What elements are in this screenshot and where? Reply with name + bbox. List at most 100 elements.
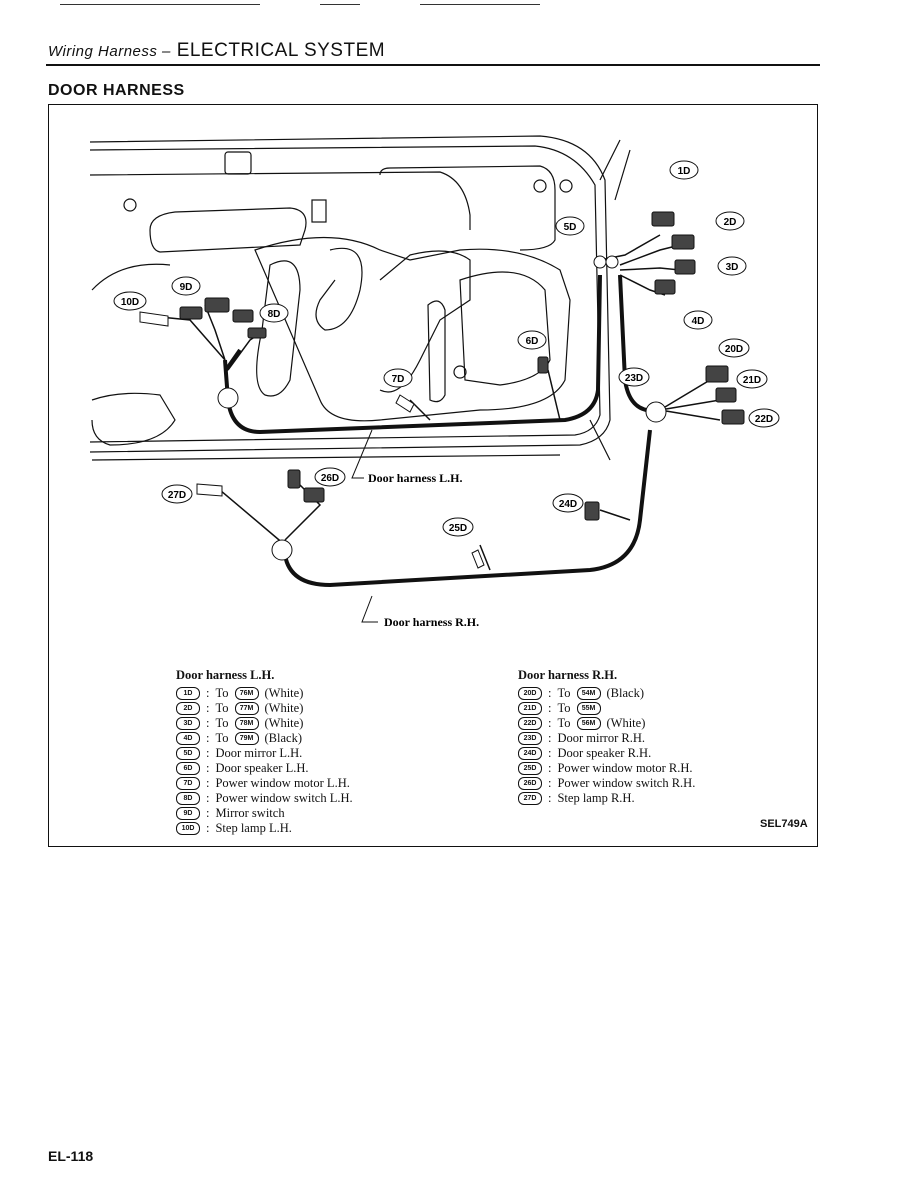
legend-color-note: (White) xyxy=(264,701,304,715)
legend-row: 7D:Power window motor L.H. xyxy=(176,776,353,791)
callout-2d: 2D xyxy=(715,211,745,231)
legend-description: To xyxy=(215,731,229,745)
connector-code-badge: 6D xyxy=(176,762,200,775)
legend-colon: : xyxy=(206,806,210,820)
legend-colon: : xyxy=(548,731,552,745)
connector-code-badge: 26D xyxy=(518,777,542,790)
connector-code-badge: 23D xyxy=(518,732,542,745)
legend-description: Step lamp R.H. xyxy=(557,791,635,805)
legend-colon: : xyxy=(206,731,210,745)
legend-description: To xyxy=(557,686,571,700)
legend-description: Door speaker R.H. xyxy=(557,746,652,760)
legend-color-note: (White) xyxy=(264,686,304,700)
mating-connector-badge: 78M xyxy=(234,717,259,730)
mating-connector-badge: 77M xyxy=(234,702,259,715)
svg-text:6D: 6D xyxy=(526,336,539,347)
svg-text:4D: 4D xyxy=(692,316,705,327)
legend-description: To xyxy=(215,701,229,715)
page-number: EL-118 xyxy=(48,1148,94,1164)
legend-row: 10D:Step lamp L.H. xyxy=(176,821,353,836)
legend-description: To xyxy=(557,701,571,715)
callout-5d: 5D xyxy=(555,216,585,236)
connector-code-badge: 2D xyxy=(176,702,200,715)
svg-text:7D: 7D xyxy=(392,374,405,385)
svg-text:5D: 5D xyxy=(564,222,577,233)
svg-text:24D: 24D xyxy=(559,499,577,510)
connector-code-badge: 27D xyxy=(518,792,542,805)
svg-text:3D: 3D xyxy=(726,262,739,273)
figure-frame xyxy=(48,104,818,847)
legend-row: 25D: Power window motor R.H. xyxy=(518,761,695,776)
connector-code-badge: 22D xyxy=(518,717,542,730)
legend-colon: : xyxy=(206,701,210,715)
legend-colon: : xyxy=(548,746,552,760)
legend-colon: : xyxy=(548,776,552,790)
connector-code-badge: 8D xyxy=(176,792,200,805)
label-door-harness-lh: Door harness L.H. xyxy=(368,471,462,485)
legend-description: Power window motor R.H. xyxy=(557,761,693,775)
legend-row: 6D:Door speaker L.H. xyxy=(176,761,353,776)
svg-text:2D: 2D xyxy=(724,217,737,228)
mating-connector-badge: 54M xyxy=(576,687,601,700)
label-door-harness-rh: Door harness R.H. xyxy=(384,615,479,629)
figure-code: SEL749A xyxy=(760,818,808,830)
callout-23d: 23D xyxy=(618,367,650,387)
legend-colon: : xyxy=(206,746,210,760)
legend-description: Power window switch L.H. xyxy=(215,791,353,805)
top-scan-line xyxy=(320,4,360,5)
callout-10d: 10D xyxy=(113,291,147,311)
legend-lh-title: Door harness L.H. xyxy=(176,668,275,682)
callout-22d: 22D xyxy=(748,408,780,428)
legend-colon: : xyxy=(548,701,552,715)
callout-8d: 8D xyxy=(259,303,289,323)
legend-color-note: (Black) xyxy=(606,686,644,700)
legend-colon: : xyxy=(206,821,210,835)
svg-text:25D: 25D xyxy=(449,523,467,534)
svg-text:27D: 27D xyxy=(168,490,186,501)
callout-25d: 25D xyxy=(442,517,474,537)
connector-code-badge: 3D xyxy=(176,717,200,730)
legend-description: Door mirror R.H. xyxy=(557,731,645,745)
legend-row: 23D: Door mirror R.H. xyxy=(518,731,695,746)
legend-description: To xyxy=(215,686,229,700)
svg-text:22D: 22D xyxy=(755,414,773,425)
legend-row: 2D: To 77M (White) xyxy=(176,701,353,716)
header-title: ELECTRICAL SYSTEM xyxy=(176,40,386,61)
legend-row: 9D:Mirror switch xyxy=(176,806,353,821)
legend-row: 5D:Door mirror L.H. xyxy=(176,746,353,761)
callout-9d: 9D xyxy=(171,276,201,296)
legend-colon: : xyxy=(206,716,210,730)
legend-colon: : xyxy=(206,761,210,775)
svg-text:8D: 8D xyxy=(268,309,281,320)
callout-6d: 6D xyxy=(517,330,547,350)
legend-description: To xyxy=(215,716,229,730)
callout-4d: 4D xyxy=(683,310,713,330)
svg-text:9D: 9D xyxy=(180,282,193,293)
legend-colon: : xyxy=(206,791,210,805)
callout-20d: 20D xyxy=(718,338,750,358)
callout-21d: 21D xyxy=(736,369,768,389)
legend-colon: : xyxy=(548,716,552,730)
mating-connector-badge: 56M xyxy=(576,717,601,730)
top-scan-line xyxy=(60,4,260,5)
callout-24d: 24D xyxy=(552,493,584,513)
connector-code-badge: 21D xyxy=(518,702,542,715)
svg-text:1D: 1D xyxy=(678,166,691,177)
connector-code-badge: 7D xyxy=(176,777,200,790)
mating-connector-badge: 76M xyxy=(234,687,259,700)
connector-code-badge: 25D xyxy=(518,762,542,775)
mating-connector-badge: 79M xyxy=(234,732,259,745)
callout-26d: 26D xyxy=(314,467,346,487)
legend-color-note: (White) xyxy=(606,716,646,730)
page-header: Wiring Harness – ELECTRICAL SYSTEM xyxy=(48,40,385,62)
svg-text:21D: 21D xyxy=(743,375,761,386)
connector-code-badge: 1D xyxy=(176,687,200,700)
legend-colon: : xyxy=(548,761,552,775)
legend-description: Power window motor L.H. xyxy=(215,776,350,790)
legend-description: Door mirror L.H. xyxy=(215,746,303,760)
legend-description: Mirror switch xyxy=(215,806,285,820)
